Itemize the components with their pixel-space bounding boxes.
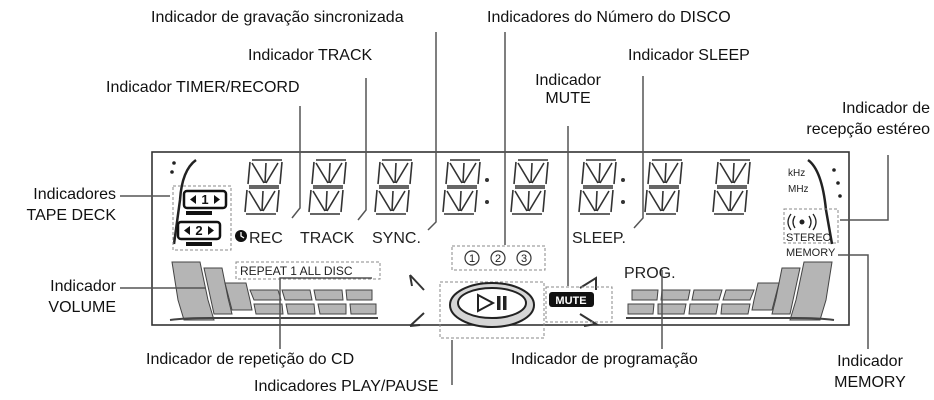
- volume-meter-right: [627, 261, 833, 321]
- callout-track: Indicador TRACK: [248, 47, 373, 64]
- callout-stereo-line2: recepção estéreo: [806, 121, 930, 138]
- sync-indicator: SYNC.: [372, 230, 421, 247]
- callout-repeat: Indicador de repetição do CD: [146, 351, 355, 368]
- mhz-indicator: MHz: [788, 184, 809, 195]
- arrow-upper-left-icon: [409, 274, 425, 291]
- pause-icon: [497, 296, 501, 310]
- repeat-indicator: REPEAT 1 ALL DISC: [240, 264, 353, 278]
- colon-dot: [485, 200, 489, 204]
- memory-indicator: MEMORY: [786, 247, 836, 259]
- callout-tape-line2: TAPE DECK: [26, 207, 117, 224]
- mute-indicator: MUTE: [555, 295, 586, 307]
- volume-meter-left: [171, 261, 377, 321]
- callout-disc-number: Indicadores do Número do DISCO: [487, 9, 731, 26]
- segment-digit: [377, 159, 413, 187]
- callout-mute-line1: Indicador: [535, 72, 601, 89]
- callout-play-pause: Indicadores PLAY/PAUSE: [254, 378, 439, 395]
- segment-digit: [445, 159, 481, 187]
- segment-digit: [712, 187, 748, 215]
- stereo-reception-icon: [787, 213, 817, 231]
- tape-2-label: 2: [195, 223, 202, 238]
- callout-tape-line1: Indicadores: [33, 186, 116, 203]
- disc-1: 1: [469, 253, 475, 265]
- callout-memory: Indicador MEMORY: [822, 351, 918, 393]
- sleep-indicator: SLEEP.: [572, 230, 626, 247]
- callout-timer-record: Indicador TIMER/RECORD: [106, 79, 300, 96]
- disc-number-indicators: [464, 250, 532, 266]
- arrow-lower-left-icon: [409, 312, 425, 327]
- segment-digit: [308, 187, 344, 215]
- arrow-upper-right-icon: [579, 276, 597, 290]
- segment-digit: [510, 187, 546, 215]
- prog-indicator: PROG.: [624, 265, 676, 282]
- tape-1-label: 1: [201, 192, 208, 207]
- callout-program: Indicador de programação: [511, 351, 698, 368]
- segment-digit: [374, 187, 410, 215]
- khz-indicator: kHz: [788, 168, 805, 179]
- track-indicator: TRACK: [300, 230, 355, 247]
- segment-digit: [578, 187, 614, 215]
- segment-digit: [715, 159, 751, 187]
- tape-deck-2-icon: 2: [176, 220, 222, 246]
- callout-lines: [120, 32, 889, 385]
- segment-digit: [644, 187, 680, 215]
- disc-3: 3: [521, 253, 527, 265]
- callout-mute-line2: MUTE: [545, 90, 591, 107]
- tape-deck-1-icon: 1: [182, 189, 228, 215]
- callout-stereo-line1: Indicador de: [841, 100, 930, 117]
- callout-sync-rec: Indicador de gravação sincronizada: [151, 9, 404, 26]
- callout-tape-deck: Indicadores TAPE DECK: [0, 184, 117, 226]
- arrow-lower-right-icon: [579, 313, 599, 327]
- callout-volume: Indicador VOLUME: [0, 276, 116, 318]
- colon-dot: [621, 200, 625, 204]
- callout-volume-line2: VOLUME: [48, 299, 116, 316]
- callout-volume-line1: Indicador: [50, 278, 116, 295]
- rec-indicator: REC: [249, 230, 283, 247]
- segment-digit: [311, 159, 347, 187]
- segment-digit: [647, 159, 683, 187]
- segment-digit: [442, 187, 478, 215]
- callout-mute: Indicador MUTE: [534, 72, 602, 108]
- stereo-indicator: STEREO: [786, 232, 832, 244]
- segment-digit: [244, 187, 280, 215]
- segment-digits: [244, 159, 751, 215]
- segment-digit: [247, 159, 283, 187]
- callout-memory-line1: Indicador: [837, 353, 903, 370]
- play-icon: [477, 293, 496, 313]
- colon-dot: [621, 178, 625, 182]
- disc-2: 2: [495, 253, 501, 265]
- callout-memory-line2: MEMORY: [834, 374, 906, 391]
- callout-sleep: Indicador SLEEP: [628, 47, 750, 64]
- segment-digit: [513, 159, 549, 187]
- segment-digit: [581, 159, 617, 187]
- callout-stereo: Indicador de recepção estéreo: [752, 98, 930, 140]
- colon-dot: [485, 178, 489, 182]
- play-pause-indicator: [449, 282, 535, 328]
